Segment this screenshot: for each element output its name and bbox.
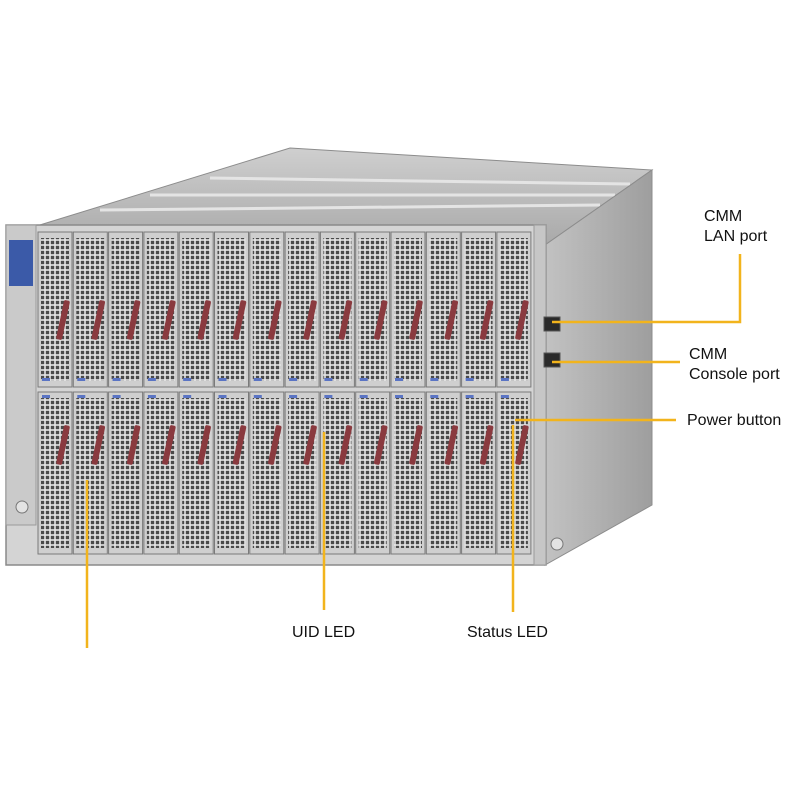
blade-module [249,391,285,555]
callout-cmm-lan-port: CMM LAN port [704,207,767,247]
leader-lines [85,254,742,648]
blade-module [108,391,144,555]
chassis-top-ribs [99,176,631,212]
blade-module [284,391,320,555]
cmm-console-port [543,352,561,368]
screw-left [15,500,29,514]
callout-cmm-console-line2: Console port [689,366,780,383]
blade-module [143,391,179,555]
callout-uid-led: UID LED [292,623,355,643]
callout-cmm-lan-line1: CMM [704,208,743,225]
right-ear-panel [533,224,547,566]
blade-module [390,231,426,388]
blade-module [72,391,108,555]
blade-module [496,231,532,388]
blade-module [72,231,108,388]
blade-module [214,231,249,388]
callout-status-led-text: Status LED [467,624,548,641]
blade-module [214,391,249,555]
left-ear-label [9,240,33,286]
lower-blade-row [37,391,532,555]
blade-module [390,391,426,555]
callout-status-led: Status LED [467,623,548,643]
callout-cmm-console-port: CMM Console port [689,345,780,385]
callout-uid-led-text: UID LED [292,624,356,641]
blade-module [425,231,461,388]
callout-power-button: Power button [687,411,781,431]
blade-module [37,231,73,388]
upper-blade-row [37,231,532,388]
blade-module [425,391,461,555]
callout-cmm-lan-line2: LAN port [704,228,768,245]
blade-module [284,231,320,388]
blade-module [249,231,285,388]
blade-module [108,231,144,388]
blade-module [143,231,179,388]
callout-cmm-console-line1: CMM [689,346,728,363]
blade-module [355,231,391,388]
screw-right [550,537,564,551]
blade-module [461,391,497,555]
blade-module [355,391,391,555]
cmm-lan-port [543,316,561,332]
blade-module [319,231,355,388]
blade-module [319,391,355,555]
blade-module [461,231,497,388]
blade-module [37,391,73,555]
blade-module [178,231,214,388]
blade-module [178,391,214,555]
leader-cmm-lan [552,254,742,324]
callout-power-button-text: Power button [687,412,782,429]
